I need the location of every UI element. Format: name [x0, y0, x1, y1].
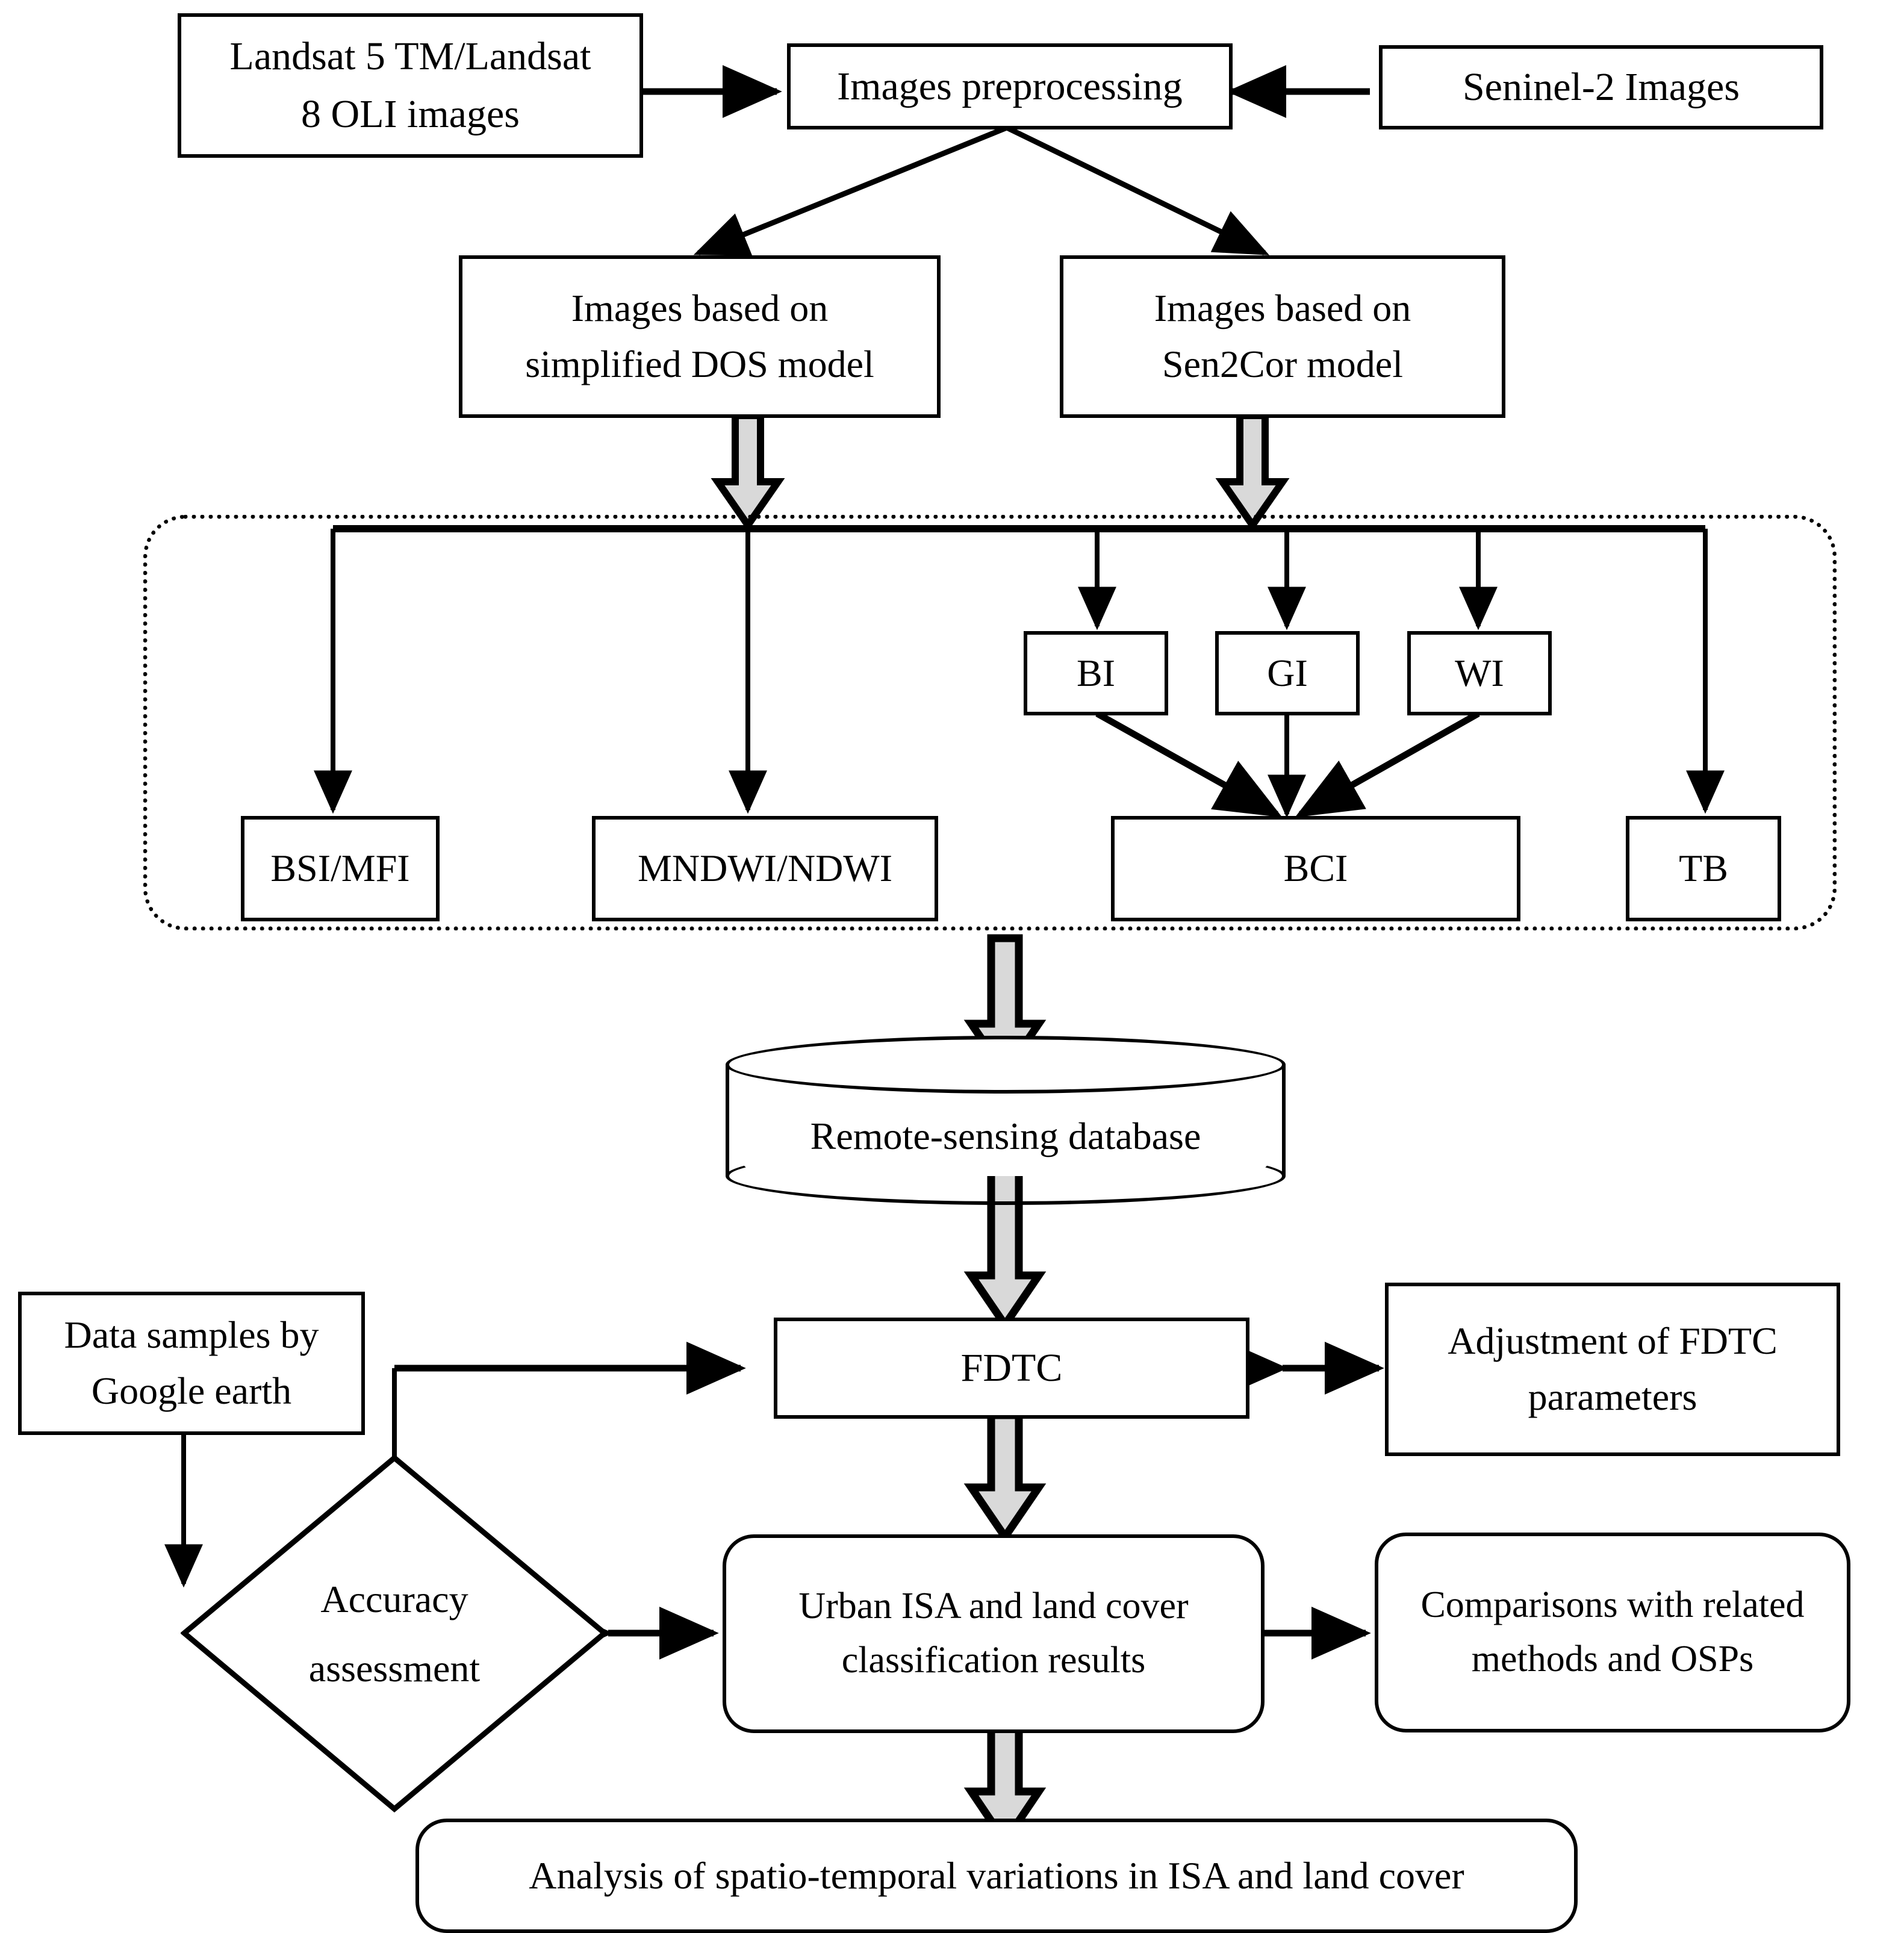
node-fdtc-label: FDTC	[960, 1346, 1063, 1390]
node-accuracy-line1: Accuracy	[320, 1577, 468, 1620]
node-bci[interactable]: BCI	[1111, 816, 1520, 921]
node-fdtc[interactable]: FDTC	[774, 1318, 1249, 1419]
node-data-samples[interactable]: Data samples by Google earth	[18, 1292, 365, 1435]
node-landsat-line2: 8 OLI images	[301, 92, 520, 136]
edge-bi-bci	[1095, 711, 1283, 818]
edge-preprocessing-dos	[693, 125, 1008, 256]
node-sentinel-label: Seninel-2 Images	[1462, 65, 1740, 110]
node-dos-line1: Images based on	[571, 287, 829, 330]
node-gi[interactable]: GI	[1215, 631, 1360, 715]
node-sen2cor-images[interactable]: Images based on Sen2Cor model	[1060, 255, 1505, 418]
node-comparisons-line1: Comparisons with related	[1420, 1584, 1805, 1626]
node-preprocessing-label: Images preprocessing	[837, 64, 1183, 108]
node-tb-label: TB	[1679, 847, 1728, 890]
node-bi-label: BI	[1077, 651, 1115, 694]
node-wi-label: WI	[1455, 651, 1504, 694]
node-wi[interactable]: WI	[1407, 631, 1552, 715]
node-data-samples-line1: Data samples by	[64, 1313, 319, 1357]
node-analysis-label: Analysis of spatio-temporal variations i…	[529, 1854, 1464, 1897]
node-bi[interactable]: BI	[1024, 631, 1168, 715]
node-classification-results[interactable]: Urban ISA and land cover classification …	[723, 1534, 1265, 1733]
node-results-line2: classification results	[841, 1640, 1146, 1681]
cylinder-top-ellipse	[726, 1036, 1286, 1094]
block-arrow-fdtc-to-results	[963, 1411, 1047, 1544]
node-results-line1: Urban ISA and land cover	[798, 1586, 1189, 1627]
node-tb[interactable]: TB	[1626, 816, 1781, 921]
node-landsat[interactable]: Landsat 5 TM/Landsat 8 OLI images	[178, 13, 643, 158]
node-mndwi-ndwi[interactable]: MNDWI/NDWI	[592, 816, 938, 921]
diamond-shape	[181, 1454, 608, 1813]
node-landsat-line1: Landsat 5 TM/Landsat	[229, 34, 591, 79]
node-comparisons[interactable]: Comparisons with related methods and OSP…	[1375, 1533, 1850, 1732]
node-bsi-mfi-label: BSI/MFI	[270, 847, 410, 890]
node-images-preprocessing[interactable]: Images preprocessing	[787, 43, 1233, 129]
node-accuracy-line2: assessment	[308, 1646, 481, 1690]
node-dos-images[interactable]: Images based on simplified DOS model	[459, 255, 941, 418]
edge-wi-bci	[1295, 711, 1480, 818]
node-accuracy-assessment[interactable]: Accuracy assessment	[181, 1454, 608, 1813]
node-bsi-mfi[interactable]: BSI/MFI	[241, 816, 440, 921]
node-database-label: Remote-sensing database	[810, 1115, 1201, 1157]
node-mndwi-ndwi-label: MNDWI/NDWI	[638, 847, 892, 890]
node-sentinel-images[interactable]: Seninel-2 Images	[1379, 45, 1823, 129]
node-adjustment-line1: Adjustment of FDTC	[1448, 1319, 1778, 1363]
node-bci-label: BCI	[1283, 847, 1348, 890]
node-dos-line2: simplified DOS model	[525, 343, 874, 385]
node-analysis[interactable]: Analysis of spatio-temporal variations i…	[415, 1819, 1578, 1933]
node-adjustment-line2: parameters	[1528, 1375, 1697, 1418]
index-group-container	[143, 515, 1837, 930]
node-sen2cor-line1: Images based on	[1154, 287, 1411, 330]
node-comparisons-line2: methods and OSPs	[1471, 1639, 1754, 1679]
node-sen2cor-line2: Sen2Cor model	[1162, 343, 1403, 385]
node-data-samples-line2: Google earth	[91, 1369, 292, 1412]
block-arrow-dos-to-indices	[711, 412, 785, 532]
block-arrow-sen2cor-to-indices	[1215, 412, 1290, 532]
edge-preprocessing-sen2cor	[1006, 125, 1270, 256]
node-adjustment-fdtc-parameters[interactable]: Adjustment of FDTC parameters	[1385, 1283, 1840, 1456]
node-gi-label: GI	[1267, 651, 1308, 694]
node-remote-sensing-database[interactable]: Remote-sensing database	[726, 1036, 1286, 1205]
cylinder-bottom-ellipse	[726, 1147, 1286, 1205]
